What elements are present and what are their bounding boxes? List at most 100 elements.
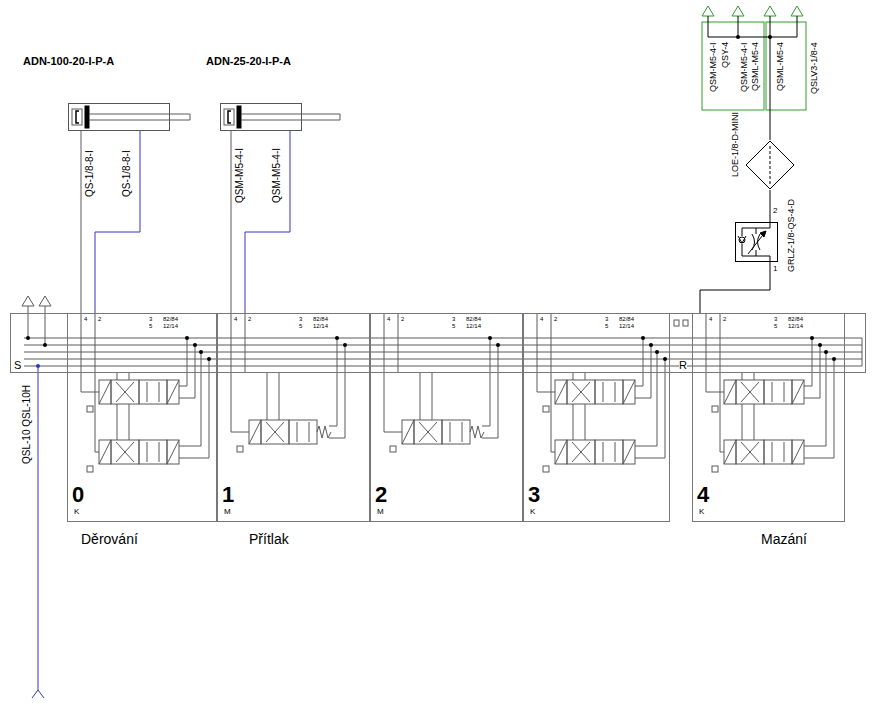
solenoid-mark <box>167 380 179 404</box>
port-label: 12/14 <box>619 323 634 329</box>
solenoid <box>792 380 804 404</box>
fitting-line <box>708 16 709 37</box>
module-number: 1 <box>222 484 234 506</box>
junction-dot <box>810 336 814 340</box>
port-label: 3 <box>605 316 608 322</box>
port-label: 3 <box>774 316 777 322</box>
filter-diamond-shape <box>746 141 794 189</box>
valve-module: 1MPřítlak <box>217 313 370 522</box>
port-line <box>573 404 574 440</box>
module-number: 2 <box>375 484 387 506</box>
manual-override <box>87 466 93 472</box>
port-line <box>420 373 421 420</box>
port-line <box>279 373 280 420</box>
junction-dot <box>649 343 653 347</box>
part-label: LOE-1/8-D-MINI <box>731 112 740 177</box>
flow-arrow <box>309 422 310 442</box>
junction-dot <box>824 350 828 354</box>
flow-arrow <box>116 442 134 462</box>
fitting-line <box>738 16 739 37</box>
port-line <box>585 404 586 440</box>
manual-override <box>712 406 718 412</box>
valve-position <box>567 380 595 404</box>
port-line <box>573 373 574 380</box>
silencer-symbol <box>764 6 776 16</box>
port-label: 5 <box>452 323 455 329</box>
port-line <box>635 345 651 398</box>
port-line <box>804 352 826 446</box>
valve-position <box>595 440 623 464</box>
port-line <box>635 352 657 446</box>
junction-dot <box>193 343 197 347</box>
solenoid <box>623 380 635 404</box>
port-label: 2 <box>723 316 726 322</box>
fitting-label: QSML-M5-4 <box>751 42 760 91</box>
flow-arrow <box>116 382 134 402</box>
valve-position <box>595 380 623 404</box>
pilot-line <box>551 313 555 452</box>
fitting-label: QSM-M5-4-I <box>709 43 718 93</box>
flow-arrow <box>419 422 437 442</box>
valve-position <box>736 440 764 464</box>
flow-arrow <box>419 422 437 442</box>
throttle-line <box>756 228 757 234</box>
exhaust-line <box>28 306 29 338</box>
flow-arrow <box>450 422 451 442</box>
solenoid-mark <box>792 440 804 464</box>
pilot-line <box>95 313 99 452</box>
solenoid-mark <box>555 380 567 404</box>
flow-arrow <box>741 382 759 402</box>
solenoid-mark <box>402 420 414 444</box>
flow-arrow <box>297 422 298 442</box>
filter-outline <box>745 140 795 190</box>
flow-arrow <box>603 382 604 402</box>
flow-arrow <box>572 442 590 462</box>
junction-dot <box>185 336 189 340</box>
fitting-label: QS-1/8-8-I <box>85 150 95 197</box>
port-label: 4 <box>84 316 87 322</box>
piston <box>85 106 89 128</box>
flow-arrow <box>784 382 785 402</box>
port-label: 12/14 <box>788 323 803 329</box>
cylinder-actuator: ADN-100-20-I-P-A <box>68 103 170 131</box>
manual-override <box>712 466 718 472</box>
cushion-box <box>72 109 82 125</box>
end-plate-mark <box>674 320 679 326</box>
port-line <box>742 404 743 440</box>
port-label: 82/84 <box>466 316 481 322</box>
port-line <box>804 338 812 386</box>
flow-arrow <box>615 382 616 402</box>
port-label: 3 <box>452 316 455 322</box>
silencer-symbol <box>791 6 803 16</box>
fitting-label: QSLV3-1/8-4 <box>810 42 819 94</box>
flow-arrow <box>603 442 604 462</box>
port-line <box>329 338 337 426</box>
solenoid <box>555 380 567 404</box>
valve-position <box>764 380 792 404</box>
tube-connector <box>245 131 290 313</box>
solenoid-mark <box>99 380 111 404</box>
manual-override <box>543 406 549 412</box>
tube-connector <box>95 131 140 313</box>
port-number: 1 <box>773 265 777 273</box>
port-line <box>635 338 643 386</box>
flow-arrow <box>159 442 160 462</box>
junction-dot <box>655 350 659 354</box>
throttle-line <box>756 250 757 256</box>
flow-arrow <box>116 382 134 402</box>
port-line <box>742 373 743 380</box>
junction-dot <box>26 336 30 340</box>
check-line <box>742 244 743 256</box>
solenoid <box>249 420 261 444</box>
solenoid <box>623 440 635 464</box>
pilot-line <box>720 313 724 452</box>
port-label: 82/84 <box>163 316 178 322</box>
solenoid-mark <box>724 440 736 464</box>
fitting-label: QSM-M5-4-I <box>740 43 749 93</box>
solenoid <box>724 440 736 464</box>
valve-module: 3K <box>523 313 670 522</box>
piston <box>237 106 241 128</box>
flow-arrow <box>266 422 284 442</box>
junction-dot <box>663 357 667 361</box>
